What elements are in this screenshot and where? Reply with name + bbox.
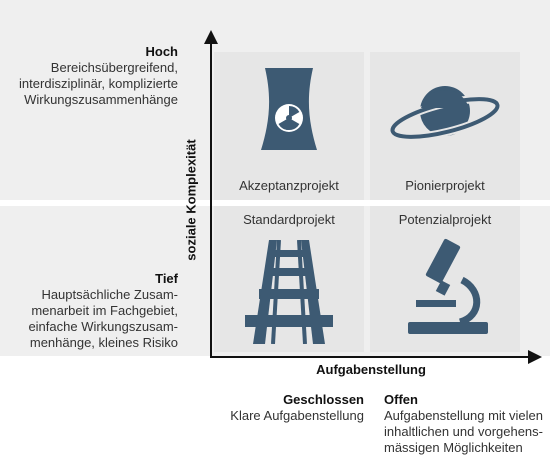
x-axis-label: Aufgabenstellung	[316, 362, 426, 377]
y-level-high-line: interdisziplinär, komplizierte	[19, 76, 178, 91]
quadrant-label: Potenzialprojekt	[398, 212, 492, 227]
quadrant-label: Standardprojekt	[243, 212, 335, 227]
quadrant-label: Pionierprojekt	[405, 178, 485, 193]
x-level-open-line: Aufgabenstellung mit vielen	[384, 408, 543, 423]
y-level-low-title: Tief	[155, 271, 178, 286]
microscope-icon	[408, 238, 488, 334]
quadrant-label: Akzeptanzprojekt	[239, 178, 339, 193]
railway-track-icon	[245, 240, 333, 344]
x-level-open-line: inhaltlichen und vorgehens-	[384, 424, 543, 439]
y-level-high: Hoch Bereichsübergreifend, interdiszipli…	[19, 44, 178, 108]
x-axis-arrow	[528, 350, 542, 364]
quadrant-standardprojekt: Standardprojekt	[214, 206, 364, 352]
y-level-high-title: Hoch	[145, 44, 179, 59]
x-level-closed: Geschlossen Klare Aufgabenstellung	[214, 392, 364, 424]
nuclear-cooling-tower-icon	[261, 68, 317, 150]
y-level-low-line: menhänge, kleines Risiko	[29, 335, 178, 350]
y-axis	[210, 42, 212, 358]
quadrant-potenzialprojekt: Potenzialprojekt	[370, 206, 520, 352]
x-level-open: Offen Aufgabenstellung mit vielen inhalt…	[384, 392, 548, 456]
x-axis	[210, 356, 530, 358]
y-axis-label: soziale Komplexität	[183, 139, 199, 261]
x-level-closed-title: Geschlossen	[283, 392, 364, 407]
x-level-open-line: mässigen Möglichkeiten	[384, 440, 523, 455]
x-level-closed-line: Klare Aufgabenstellung	[230, 408, 364, 423]
y-level-high-line: Bereichsübergreifend,	[50, 60, 178, 75]
quadrant-akzeptanzprojekt: Akzeptanzprojekt	[214, 52, 364, 200]
y-level-high-line: Wirkungszusammenhänge	[24, 92, 178, 107]
y-level-low: Tief Hauptsächliche Zusam- menarbeit im …	[28, 271, 178, 351]
quadrant-pionierprojekt: Pionierprojekt	[370, 52, 520, 200]
y-axis-arrow	[204, 30, 218, 44]
x-level-open-title: Offen	[384, 392, 418, 407]
planet-icon	[388, 86, 502, 141]
y-level-low-line: Hauptsächliche Zusam-	[41, 287, 178, 302]
y-level-low-line: einfache Wirkungszusam-	[28, 319, 178, 334]
y-level-low-line: menarbeit im Fachgebiet,	[31, 303, 178, 318]
